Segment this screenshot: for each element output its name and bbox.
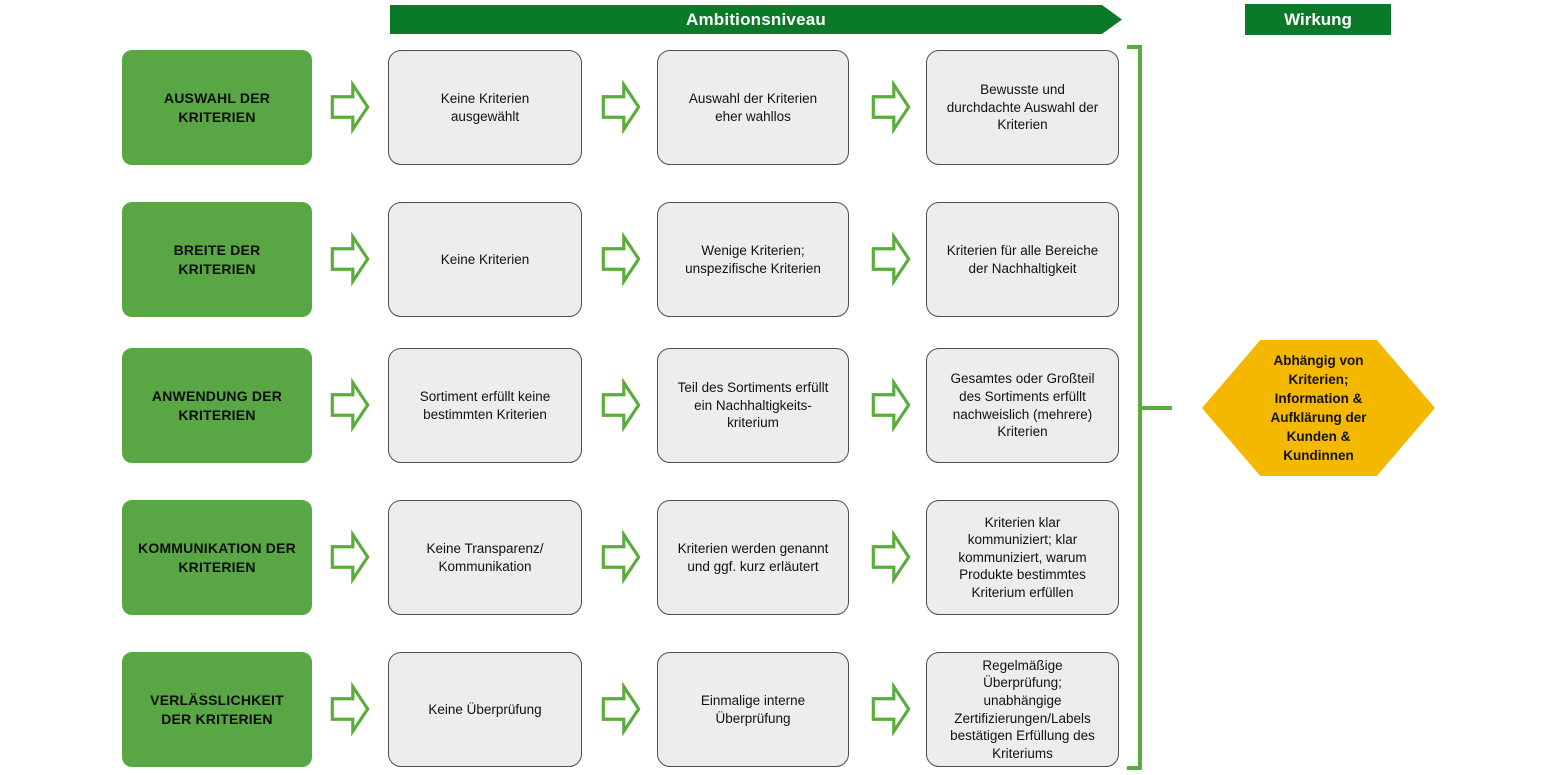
matrix-row-auswahl: AUSWAHL DER KRITERIEN Keine Kriterien au… [0,50,1160,165]
category-box: VERLÄSSLICHKEIT DER KRITERIEN [122,652,312,767]
arrow-right-icon [600,682,642,736]
level-box: Regelmäßige Überprüfung; unabhängige Zer… [926,652,1119,767]
level-box: Kriterien klar kommuniziert; klar kommun… [926,500,1119,615]
arrow-right-icon [600,530,642,584]
level-box: Auswahl der Kriterien eher wahllos [657,50,849,165]
level-box: Kriterien für alle Bereiche der Nachhalt… [926,202,1119,317]
level-box: Keine Transparenz/ Kommunikation [388,500,582,615]
level-box: Einmalige interne Überprüfung [657,652,849,767]
impact-hexagon-text: Abhängig von Kriterien; Information & Au… [1270,352,1367,464]
arrow-right-icon [329,232,371,286]
wirkung-header: Wirkung [1245,4,1391,35]
bracket-bottom-tick [1127,766,1142,770]
level-box: Wenige Kriterien; unspezifische Kriterie… [657,202,849,317]
matrix-row-breite: BREITE DER KRITERIEN Keine Kriterien Wen… [0,202,1160,317]
ambition-banner-arrow: Ambitionsniveau [390,5,1122,34]
arrow-right-icon [329,80,371,134]
level-box: Keine Kriterien [388,202,582,317]
arrow-right-icon [600,378,642,432]
impact-hexagon: Abhängig von Kriterien; Information & Au… [1202,340,1435,476]
arrow-right-icon [870,80,912,134]
level-box: Sortiment erfüllt keine bestimmten Krite… [388,348,582,463]
arrow-right-icon [329,682,371,736]
arrow-right-icon [600,80,642,134]
arrow-right-icon [329,530,371,584]
level-box: Gesamtes oder Großteil des Sortiments er… [926,348,1119,463]
category-box: BREITE DER KRITERIEN [122,202,312,317]
category-box: ANWENDUNG DER KRITERIEN [122,348,312,463]
arrow-right-icon [870,530,912,584]
arrow-right-icon [870,232,912,286]
arrow-right-icon [329,378,371,432]
level-box: Teil des Sortiments erfüllt ein Nachhalt… [657,348,849,463]
bracket-connector [1140,406,1172,410]
matrix-row-verlaesslichkeit: VERLÄSSLICHKEIT DER KRITERIEN Keine Über… [0,652,1160,767]
level-box: Bewusste und durchdachte Auswahl der Kri… [926,50,1119,165]
level-box: Keine Kriterien ausgewählt [388,50,582,165]
category-box: KOMMUNIKATION DER KRITERIEN [122,500,312,615]
bracket-top-tick [1127,45,1142,49]
matrix-row-kommunikation: KOMMUNIKATION DER KRITERIEN Keine Transp… [0,500,1160,615]
arrow-right-icon [600,232,642,286]
arrow-right-icon [870,378,912,432]
category-box: AUSWAHL DER KRITERIEN [122,50,312,165]
level-box: Keine Überprüfung [388,652,582,767]
ambition-banner-label: Ambitionsniveau [686,9,826,29]
level-box: Kriterien werden genannt und ggf. kurz e… [657,500,849,615]
arrow-right-icon [870,682,912,736]
matrix-row-anwendung: ANWENDUNG DER KRITERIEN Sortiment erfüll… [0,348,1160,463]
wirkung-header-label: Wirkung [1284,9,1352,29]
